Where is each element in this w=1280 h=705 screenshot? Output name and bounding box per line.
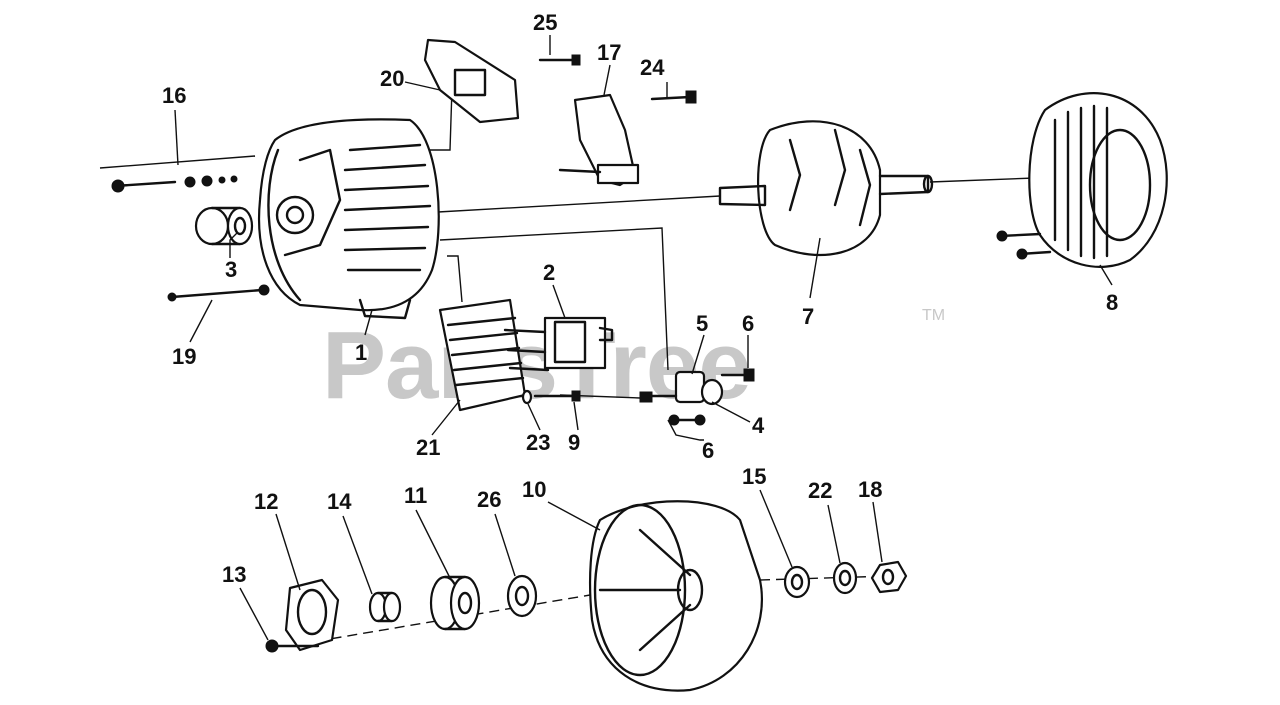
part-4-terminal[interactable] <box>639 370 724 406</box>
callout-13[interactable]: 13 <box>222 562 246 587</box>
callout-14[interactable]: 14 <box>327 489 352 514</box>
callout-22[interactable]: 22 <box>808 478 832 503</box>
callout-8[interactable]: 8 <box>1106 290 1118 315</box>
callout-11[interactable]: 11 <box>404 483 427 508</box>
callout-18[interactable]: 18 <box>858 477 882 502</box>
callout-23[interactable]: 23 <box>526 430 550 455</box>
callout-9[interactable]: 9 <box>568 430 580 455</box>
part-7-rotor[interactable] <box>718 120 934 257</box>
callout-15[interactable]: 15 <box>742 464 766 489</box>
part-1-frame[interactable] <box>258 118 440 320</box>
callout-labels: 16 20 25 17 24 3 19 1 2 5 6 7 8 4 6 9 23… <box>162 10 1118 587</box>
part-15-spacer[interactable] <box>783 565 811 599</box>
part-2-brush-holder[interactable] <box>543 316 614 370</box>
callout-12[interactable]: 12 <box>254 489 278 514</box>
leader-lines <box>174 35 1113 641</box>
part-14-spacer[interactable] <box>368 591 402 623</box>
callout-5[interactable]: 5 <box>696 311 708 336</box>
part-26-washer[interactable] <box>506 574 538 618</box>
callout-25[interactable]: 25 <box>533 10 557 35</box>
callout-3[interactable]: 3 <box>225 257 237 282</box>
callout-6-lower[interactable]: 6 <box>702 438 714 463</box>
part-25-screw[interactable] <box>538 54 581 66</box>
callout-19[interactable]: 19 <box>172 344 196 369</box>
part-9-screw[interactable] <box>533 390 581 402</box>
part-19-bolt[interactable] <box>167 284 270 302</box>
callout-4[interactable]: 4 <box>752 413 765 438</box>
callout-6-upper[interactable]: 6 <box>742 311 754 336</box>
part-16-screw-set[interactable] <box>111 175 238 193</box>
watermark-trademark: TM <box>922 307 945 324</box>
part-18-nut[interactable] <box>870 560 908 594</box>
part-12-retainer-plate[interactable] <box>284 578 340 652</box>
part-24-screw[interactable] <box>650 90 697 104</box>
callout-10[interactable]: 10 <box>522 477 546 502</box>
part-8-end-frame[interactable] <box>996 92 1168 268</box>
part-3-bearing[interactable] <box>194 206 254 246</box>
part-23-ring[interactable] <box>521 389 533 405</box>
callout-24[interactable]: 24 <box>640 55 665 80</box>
part-22-washer[interactable] <box>832 561 858 595</box>
part-13-screw[interactable] <box>265 639 320 653</box>
part-21-heat-sink[interactable] <box>438 298 550 412</box>
part-17-regulator[interactable] <box>558 93 640 187</box>
callout-7[interactable]: 7 <box>802 304 814 329</box>
callout-20[interactable]: 20 <box>380 66 404 91</box>
part-6-screws[interactable] <box>668 368 755 426</box>
callout-21[interactable]: 21 <box>416 435 440 460</box>
part-11-bearing[interactable] <box>429 575 481 631</box>
part-10-housing[interactable] <box>589 500 763 692</box>
callout-1[interactable]: 1 <box>355 340 367 365</box>
callout-17[interactable]: 17 <box>597 40 621 65</box>
callout-16[interactable]: 16 <box>162 83 186 108</box>
callout-26[interactable]: 26 <box>477 487 501 512</box>
callout-2[interactable]: 2 <box>543 260 555 285</box>
part-20-bracket[interactable] <box>423 38 520 124</box>
